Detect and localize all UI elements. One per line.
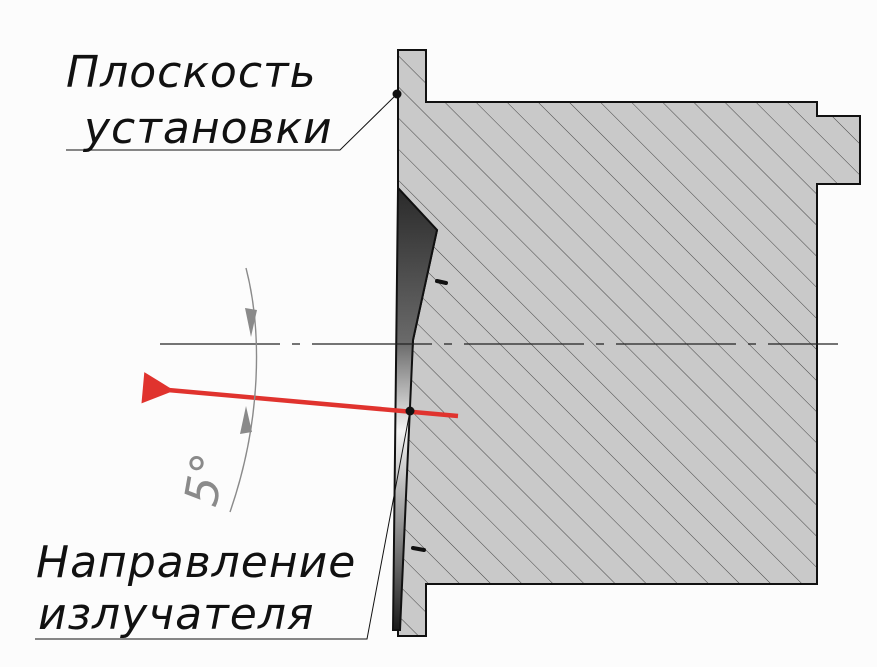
pin-upper [435, 279, 448, 285]
angle-dimension-arc [229, 267, 258, 513]
leader-plane [66, 93, 398, 151]
emitter-element [391, 185, 439, 631]
plane-label-line1: Плоскость [66, 47, 317, 98]
pin-lower [411, 546, 426, 552]
plane-label-line2: установки [82, 103, 333, 154]
direction-label-line2: излучателя [38, 589, 314, 640]
angle-arrow-lower-icon [240, 406, 252, 434]
angle-arrow-upper-icon [245, 308, 257, 337]
angle-label: 5° [174, 449, 236, 510]
direction-label-line1: Направление [36, 537, 356, 588]
housing-section [397, 49, 861, 637]
leader-direction [35, 410, 411, 640]
